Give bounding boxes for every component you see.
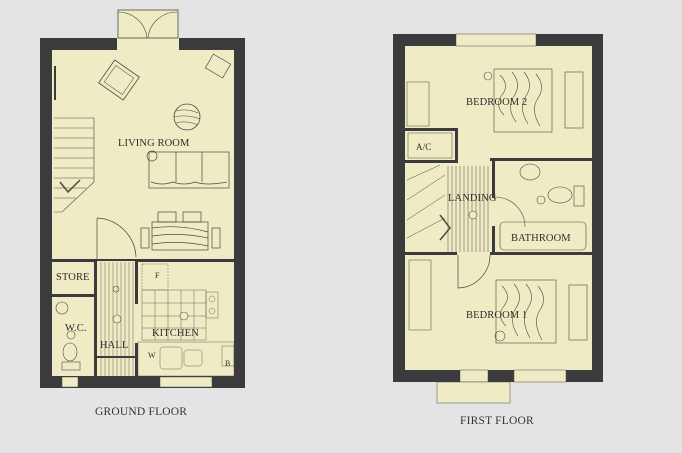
side-table	[204, 53, 232, 79]
dining-table	[140, 211, 221, 251]
ac-cupboard	[407, 132, 453, 159]
sofa	[146, 150, 230, 189]
room-label-bathroom: BATHROOM	[511, 233, 571, 244]
caption-ground-floor: GROUND FLOOR	[95, 406, 188, 418]
first-floor-plan: BEDROOM 2 A/C LANDING BATHROOM BEDROOM 1	[393, 33, 603, 404]
bedroom-1-door	[457, 254, 491, 289]
ground-floor-plan: LIVING ROOM STORE W.C. HALL KITCHEN F W …	[40, 9, 245, 388]
appliance-label-boiler: B	[225, 359, 230, 368]
room-label-wc: W.C.	[65, 323, 87, 334]
ground-floor-interior-walls	[52, 259, 234, 377]
wardrobe-bedroom-2	[406, 81, 430, 127]
bed-bedroom-2	[483, 68, 584, 133]
bed-bedroom-1	[494, 279, 588, 344]
landing-staircase	[406, 164, 489, 252]
room-label-living-room: LIVING ROOM	[118, 138, 190, 149]
caption-first-floor: FIRST FLOOR	[460, 415, 534, 427]
room-label-landing: LANDING	[448, 193, 497, 204]
hall-door	[96, 217, 137, 259]
wc-fixtures	[55, 301, 81, 371]
room-label-hall: HALL	[100, 340, 128, 351]
kitchen-floor-grid	[137, 263, 235, 377]
wardrobe-bedroom-1	[408, 259, 432, 331]
room-label-bedroom-2: BEDROOM 2	[466, 97, 527, 108]
porch-canopy	[436, 381, 511, 404]
first-floor-interior-walls	[405, 128, 592, 255]
room-label-store: STORE	[56, 272, 90, 283]
room-label-ac: A/C	[416, 142, 431, 152]
staircase	[54, 117, 95, 213]
appliance-label-washer: W	[148, 351, 156, 360]
bathroom-fixtures	[494, 163, 587, 251]
room-label-bedroom-1: BEDROOM 1	[466, 310, 527, 321]
room-label-kitchen: KITCHEN	[152, 328, 199, 339]
armchair	[98, 59, 140, 101]
french-doors	[117, 9, 179, 39]
appliance-label-fridge: F	[155, 271, 160, 280]
